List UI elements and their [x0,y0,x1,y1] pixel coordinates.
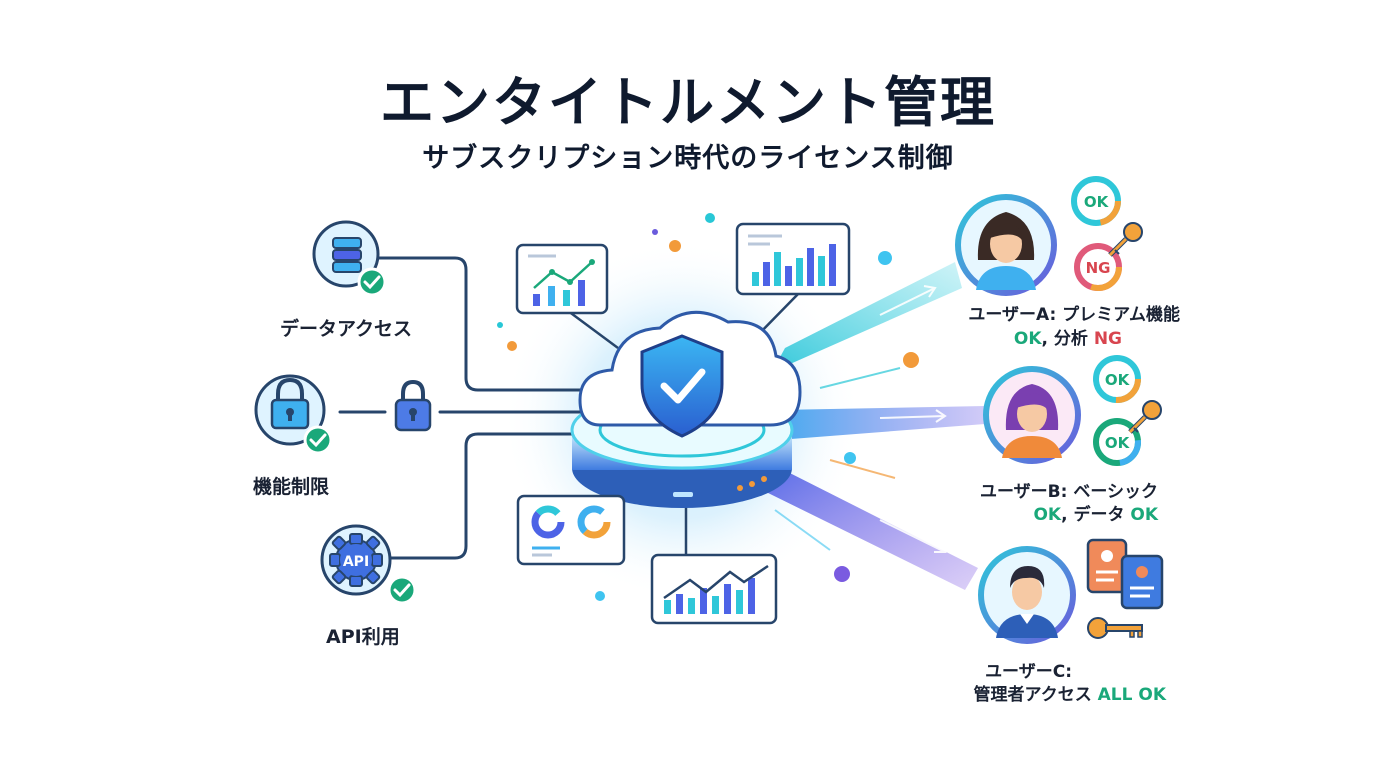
badge-text: OK [1084,193,1110,211]
badge-ok-icon: OK [1093,418,1141,466]
page-title: エンタイトルメント管理 [380,71,996,134]
label-data-access: データアクセス [280,318,413,340]
trend-chart-panel [650,553,778,625]
user-b-avatar [983,366,1081,464]
status-ok: OK [1130,505,1158,525]
status-all-ok: ALL OK [1097,685,1166,705]
beam-user-a [772,262,962,372]
badge-text: OK [1105,434,1131,452]
database-icon [332,237,362,273]
user-a-avatar [955,194,1057,296]
badge-text: NG [1086,259,1111,277]
api-node: API [320,524,417,605]
line-chart-panel [515,243,609,315]
status-separator: , データ [1061,505,1125,525]
status-separator: , 分析 [1041,329,1088,349]
status-ok: OK [1013,329,1042,349]
api-gear-icon: API [329,533,383,587]
status-prefix: 管理者アクセス [973,685,1092,705]
user-a-status: OK, 分析 NG [1014,324,1122,349]
key-icon [1087,617,1143,639]
user-b-status: OK, データ OK [1033,500,1158,525]
check-badge-icon [303,425,333,455]
label-feature-limit: 機能制限 [253,476,330,498]
user-b-label: ユーザーB: ベーシック [980,482,1158,502]
padlock-icon [394,379,432,432]
bar-chart-panel [735,222,851,296]
donut-chart-panel [516,494,626,566]
shield-check-icon [640,334,724,438]
badge-text: OK [1105,371,1131,389]
user-c-avatar [978,546,1076,644]
id-card-icon [1120,554,1164,610]
beam-user-b [778,406,985,440]
check-badge-icon [357,267,387,297]
label-api-usage: API利用 [326,626,400,648]
badge-ok-icon: OK [1093,355,1141,403]
beam-user-c [758,462,978,590]
lock-node [254,374,333,455]
central-platform [570,390,794,508]
lock-icon [270,377,310,430]
page-subtitle: サブスクリプション時代のライセンス制御 [422,143,954,174]
connector-lines [338,256,587,560]
database-node [312,220,387,297]
badge-ok-icon: OK [1071,176,1121,226]
user-c-label: ユーザーC: [985,662,1072,682]
status-ng: NG [1093,329,1122,349]
user-a-label: ユーザーA: プレミアム機能 [968,305,1180,325]
key-icon [1108,222,1143,257]
badge-ng-icon: NG [1074,243,1122,291]
check-badge-icon [387,575,417,605]
user-c-status: 管理者アクセス ALL OK [974,680,1166,705]
particles [497,213,919,601]
status-ok: OK [1033,505,1062,525]
id-card-icon [1086,538,1128,594]
api-icon-text: API [343,554,369,570]
key-icon [1128,400,1162,434]
